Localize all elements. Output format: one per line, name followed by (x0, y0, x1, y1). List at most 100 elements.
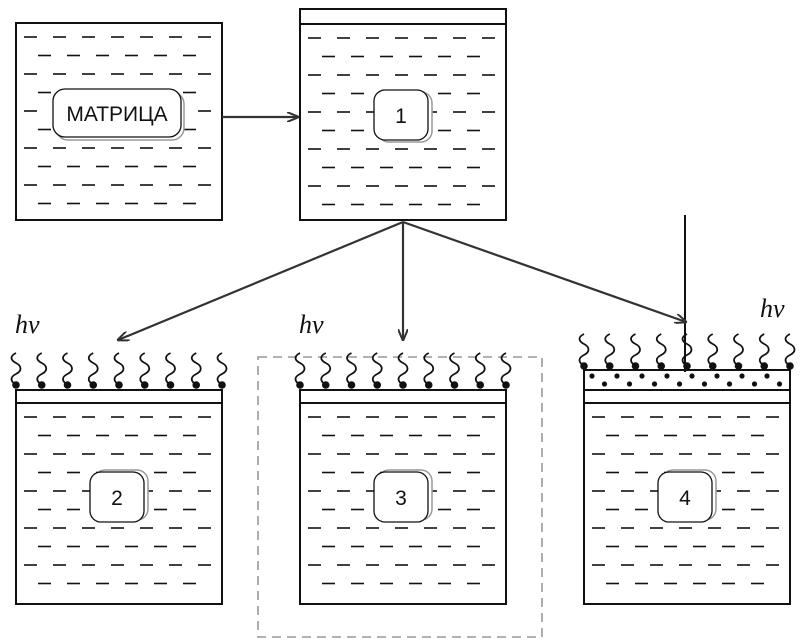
box-4-label: 4 (679, 487, 691, 510)
layer-dot (701, 381, 708, 387)
hv-label-3: hv (299, 310, 324, 339)
layer-dot (639, 373, 645, 379)
box-2: 2 (10, 352, 228, 605)
matrix-label: МАТРИЦА (66, 103, 167, 126)
squiggle-mark (707, 333, 719, 367)
box-4-label-frame-front (657, 471, 713, 523)
box-3-label-frame-front (373, 471, 429, 523)
box-1-label: 1 (395, 105, 407, 128)
anchor-dot (347, 381, 356, 389)
photo-groups (10, 352, 228, 389)
anchor-dot (476, 381, 485, 389)
anchor-dot (12, 381, 20, 389)
anchor-dot (321, 381, 330, 389)
hv-label-4: hv (760, 294, 785, 323)
layer-dot (676, 381, 683, 387)
box-3: 3 (294, 352, 512, 605)
matrix-label-frame-front (52, 88, 182, 138)
layer-dot (651, 381, 658, 387)
anchor-dot (502, 381, 510, 389)
squiggle-mark (500, 352, 512, 386)
anchor-dot (166, 381, 175, 389)
layer-dot (764, 373, 770, 379)
squiggle-mark (371, 352, 383, 386)
squiggle-mark (320, 352, 332, 386)
box-3-label: 3 (395, 487, 407, 510)
squiggle-mark (10, 352, 22, 386)
anchor-dot (218, 381, 226, 389)
arrow-1-to-2 (118, 220, 404, 340)
squiggle-mark (346, 352, 357, 386)
box-2-label-frame-front (89, 471, 145, 523)
layer-dot (626, 381, 633, 387)
anchor-dot (605, 362, 614, 370)
squiggle-mark (449, 352, 460, 386)
anchor-dot (708, 362, 717, 370)
squiggle-mark (604, 333, 616, 367)
anchor-dot (37, 381, 46, 389)
anchor-dot (192, 381, 201, 389)
anchor-dot (373, 381, 382, 389)
anchor-dot (89, 381, 98, 389)
box-4: 4 (578, 333, 796, 605)
squiggle-mark (139, 352, 151, 386)
box-2-label: 2 (111, 487, 123, 510)
box-1: 1 (299, 8, 507, 221)
anchor-dot (115, 381, 123, 389)
squiggle-mark (36, 352, 48, 386)
hv-label-2: hv (15, 310, 40, 339)
layer-dot (726, 381, 733, 387)
squiggle-mark (165, 352, 176, 386)
anchor-dot (760, 362, 769, 370)
layer-dot (614, 373, 620, 379)
anchor-dot (657, 362, 666, 370)
layer-dot (689, 373, 695, 379)
anchor-dot (734, 362, 743, 370)
squiggle-mark (681, 333, 693, 367)
squiggle-mark (113, 352, 125, 386)
liquid-dashes (308, 37, 495, 206)
layer-dot (589, 373, 595, 379)
anchor-dot (786, 362, 794, 370)
squiggle-mark (758, 333, 770, 367)
layer-dot (714, 373, 720, 379)
crosslinked-layer (589, 373, 783, 387)
arrow-1-to-4 (402, 220, 686, 322)
liquid-dashes (24, 416, 211, 585)
squiggle-mark (294, 352, 306, 386)
squiggle-mark (474, 352, 486, 386)
liquid-dashes (308, 416, 495, 585)
anchor-dot (296, 381, 304, 389)
photo-groups (294, 352, 512, 389)
squiggle-mark (397, 352, 409, 386)
anchor-dot (450, 381, 459, 389)
squiggle-mark (423, 352, 435, 386)
layer-dot (601, 381, 608, 387)
anchor-dot (580, 362, 588, 370)
anchor-dot (424, 381, 433, 389)
squiggle-mark (655, 333, 667, 367)
squiggle-mark (87, 352, 99, 386)
anchor-dot (63, 381, 72, 389)
matrix-box: МАТРИЦА (15, 22, 223, 221)
anchor-dot (140, 381, 149, 389)
squiggle-mark (62, 352, 73, 386)
squiggle-mark (578, 333, 590, 367)
layer-dot (751, 381, 758, 387)
photo-groups (578, 333, 796, 370)
anchor-dot (631, 362, 640, 370)
liquid-dashes (24, 36, 211, 205)
squiggle-mark (190, 352, 202, 386)
anchor-dot (399, 381, 407, 389)
squiggle-mark (784, 333, 796, 367)
box-1-label-frame-front (373, 89, 429, 141)
layer-dot (776, 381, 783, 387)
squiggle-mark (216, 352, 228, 386)
squiggle-mark (733, 333, 744, 367)
dashed-frame (257, 356, 543, 638)
layer-dot (664, 373, 670, 379)
squiggle-mark (630, 333, 641, 367)
liquid-dashes (592, 416, 779, 585)
layer-dot (739, 373, 745, 379)
